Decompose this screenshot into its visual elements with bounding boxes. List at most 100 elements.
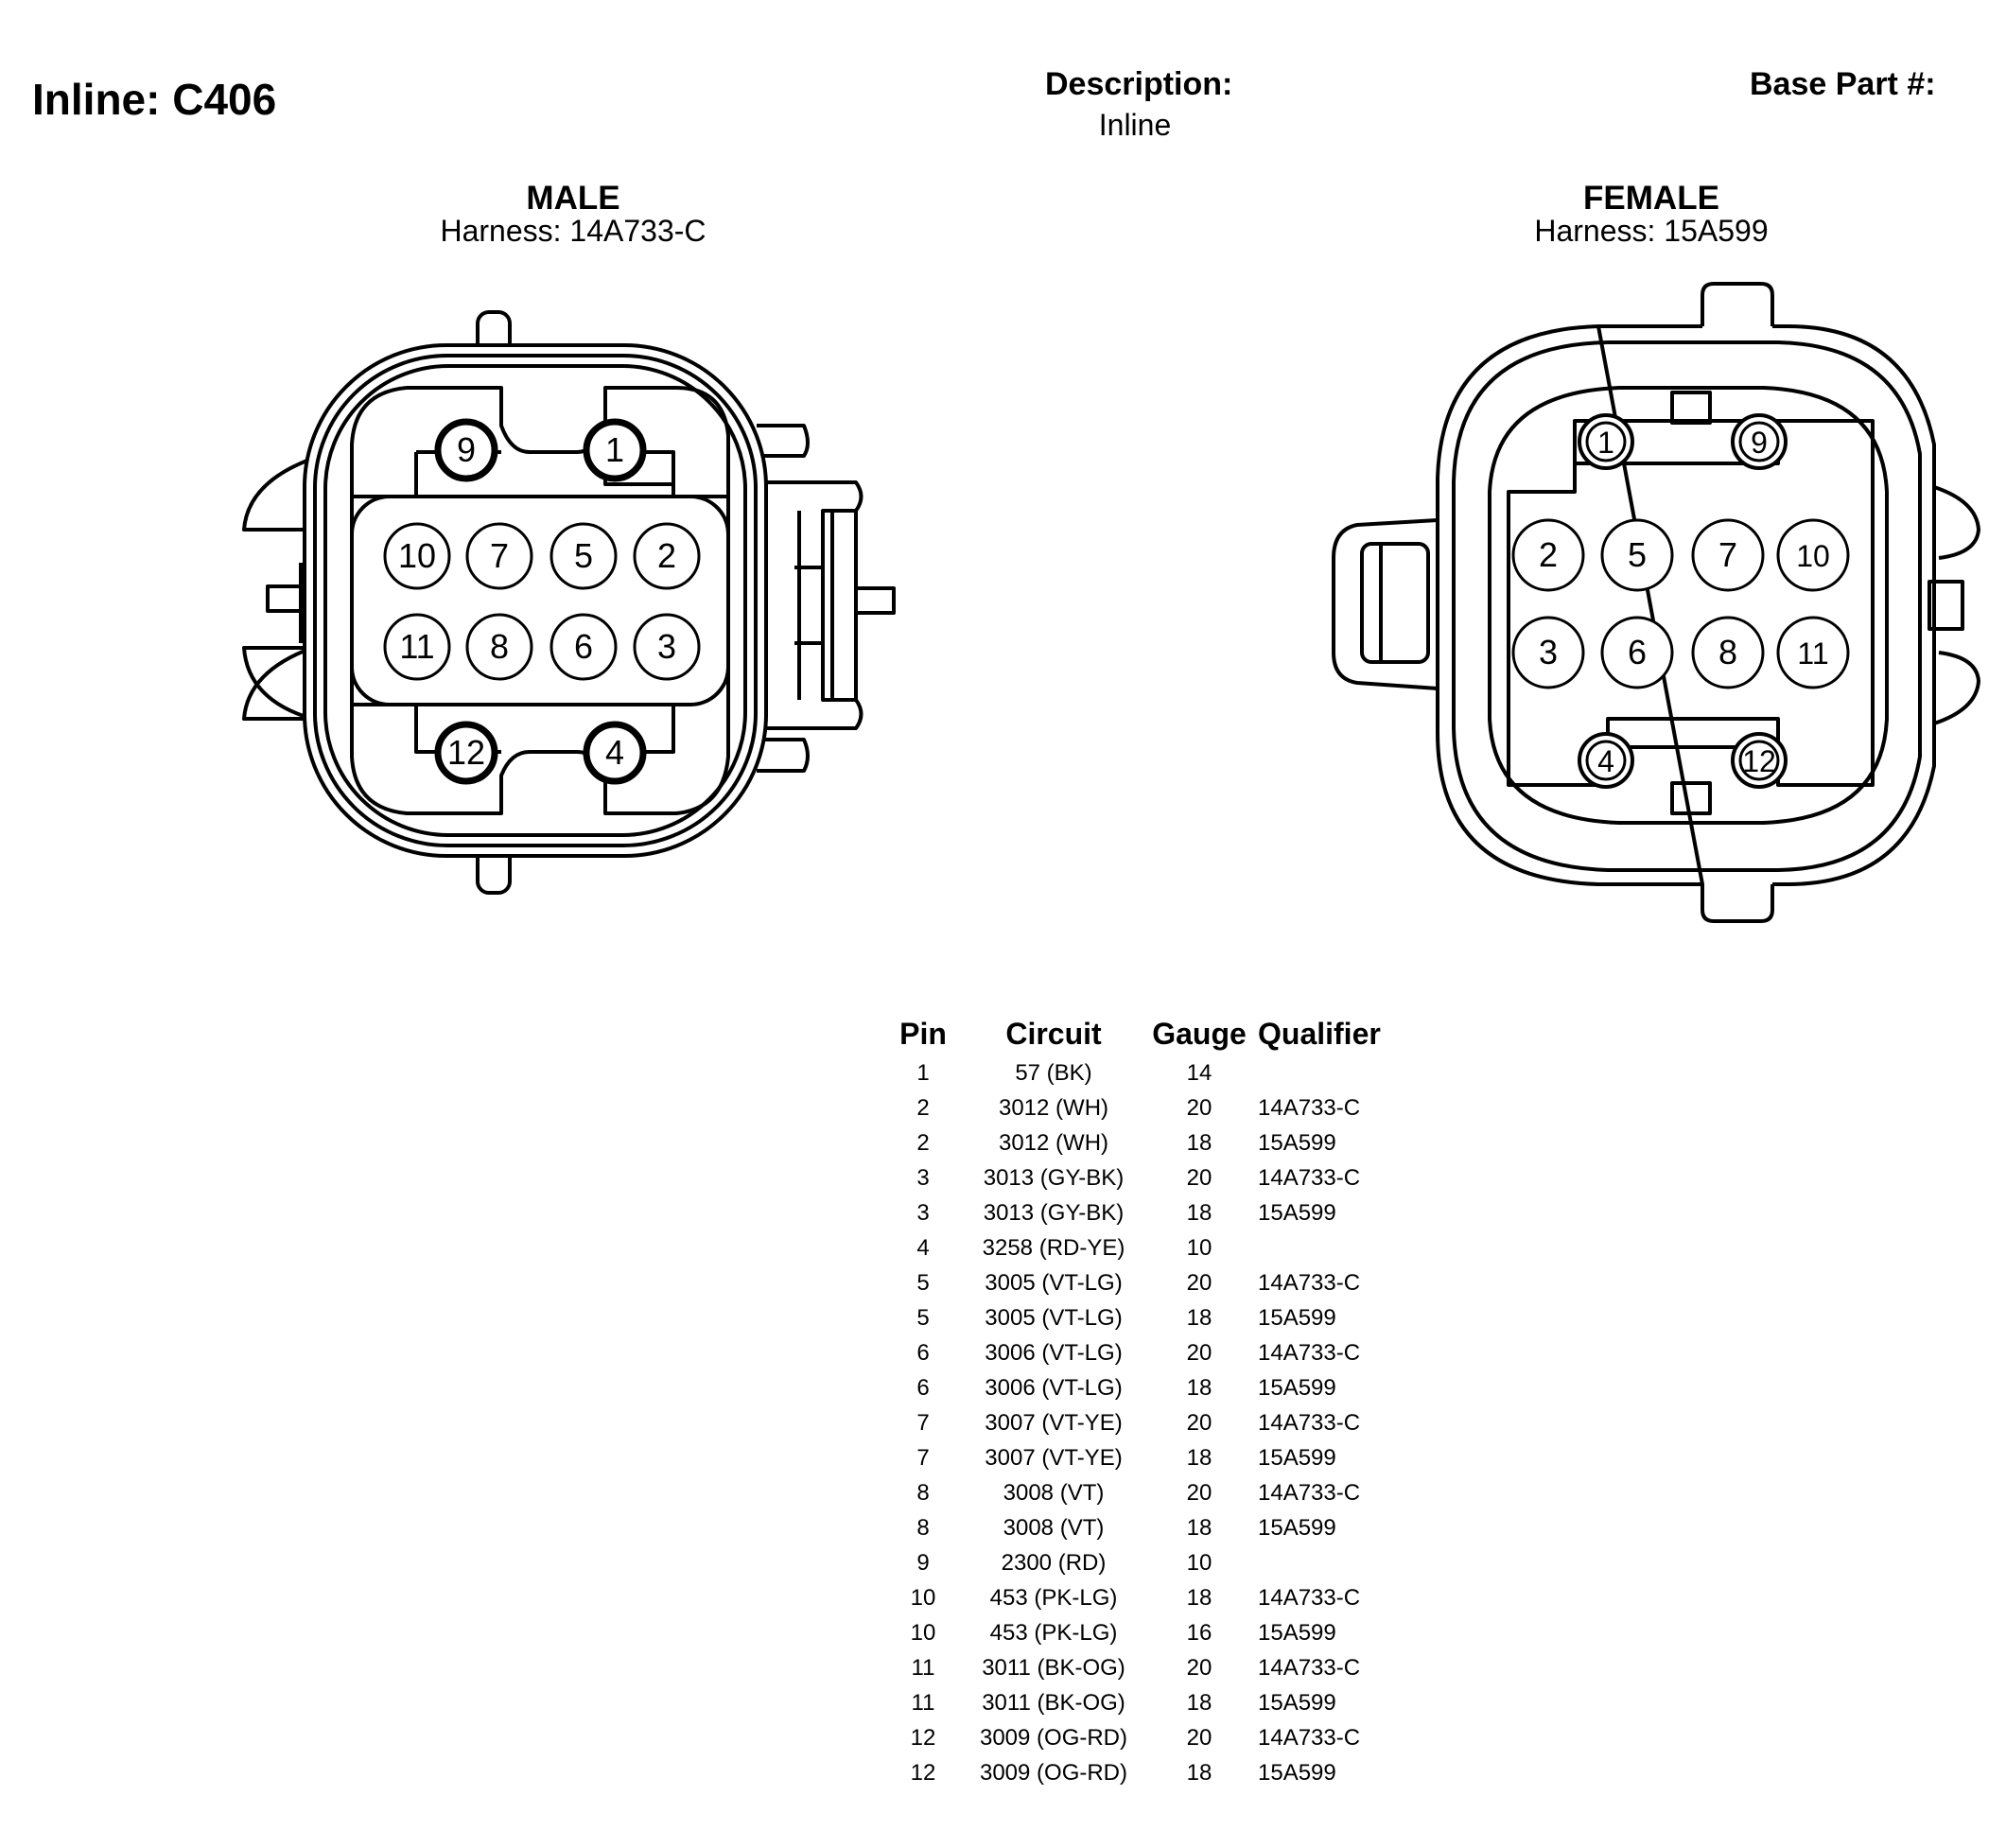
cell-gauge: 20 [1186,1339,1212,1366]
female-pin-1: 9 [1731,413,1788,470]
male-pin-9: 3 [633,613,701,681]
female-pin-circle [1600,518,1674,592]
cell-circuit: 3013 (GY-BK) [983,1199,1125,1226]
female-pin-11: 12 [1731,732,1788,789]
male-pin-1: 1 [583,418,647,482]
cell-gauge: 20 [1186,1409,1212,1436]
cell-pin: 2 [916,1094,930,1121]
cell-circuit: 3008 (VT) [1003,1514,1105,1541]
cell-circuit: 3009 (OG-RD) [979,1724,1128,1751]
base-part-label: Base Part #: [1750,66,1936,102]
male-pin-circle [549,522,618,590]
male-pin-8: 6 [549,613,618,681]
female-pin-inner-ring [1585,421,1627,462]
cell-qualifier [1248,1230,1402,1265]
female-pin-circle [1511,616,1585,689]
cell-qualifier: 14A733-C [1258,1409,1361,1436]
male-pin-label: 9 [457,430,476,469]
male-pin-circle [434,721,498,785]
cell-circuit: 3013 (GY-BK) [983,1164,1125,1191]
female-pin-inner-ring [1738,740,1780,781]
female-pin-inner-ring [1738,421,1780,462]
male-pin-circle [633,613,701,681]
cell-gauge: 20 [1186,1269,1212,1296]
cell-pin: 11 [911,1654,935,1681]
female-pin-label: 2 [1539,535,1558,574]
female-pin-4: 7 [1691,518,1765,592]
male-pin-circle [434,418,498,482]
table-row: 2 3012 (WH) 20 14A733-C [889,1090,1402,1125]
female-connector-title: FEMALE [1583,180,1719,217]
cell-gauge: 20 [1186,1164,1212,1191]
cell-pin: 5 [916,1304,930,1331]
cell-qualifier [1248,1545,1402,1580]
cell-qualifier: 15A599 [1258,1374,1336,1401]
cell-circuit: 3011 (BK-OG) [982,1689,1125,1716]
cell-qualifier: 15A599 [1258,1129,1336,1156]
cell-circuit: 3007 (VT-YE) [985,1409,1123,1436]
cell-circuit: 3005 (VT-LG) [985,1304,1123,1331]
cell-pin: 3 [916,1199,930,1226]
cell-circuit: 3012 (WH) [998,1094,1109,1121]
cell-qualifier: 15A599 [1258,1619,1336,1646]
cell-pin: 6 [916,1339,930,1366]
female-pin-circle [1600,616,1674,689]
cell-circuit: 3006 (VT-LG) [985,1339,1123,1366]
female-pin-5: 10 [1776,518,1850,592]
cell-circuit: 3009 (OG-RD) [979,1759,1128,1786]
female-pin-0: 1 [1578,413,1634,470]
male-pin-5: 2 [633,522,701,590]
male-pin-label: 7 [490,536,509,575]
cell-gauge: 18 [1186,1304,1212,1331]
cell-qualifier: 14A733-C [1258,1584,1361,1611]
cell-qualifier: 14A733-C [1258,1094,1361,1121]
female-pin-label: 5 [1628,535,1647,574]
cell-gauge: 18 [1186,1514,1212,1541]
male-pin-circle [383,613,451,681]
male-pin-circle [465,613,533,681]
cell-pin: 7 [916,1444,930,1471]
cell-gauge: 18 [1186,1374,1212,1401]
male-connector-title: MALE [526,180,620,217]
cell-pin: 1 [916,1059,930,1086]
male-pin-11: 4 [583,721,647,785]
cell-circuit: 3258 (RD-YE) [982,1234,1125,1261]
male-pin-label: 11 [399,627,434,666]
female-pin-label: 11 [1797,636,1828,671]
cell-circuit: 453 (PK-LG) [989,1619,1118,1646]
cell-pin: 10 [910,1619,936,1646]
cell-circuit: 3012 (WH) [998,1129,1109,1156]
male-pin-6: 11 [383,613,451,681]
cell-circuit: 2300 (RD) [1001,1549,1107,1576]
male-pin-label: 6 [574,627,593,666]
male-pin-circle [465,522,533,590]
table-header-row: Pin Circuit Gauge Qualifier [889,1017,1402,1055]
female-harness-label: Harness: 15A599 [1534,214,1769,248]
male-pin-2: 10 [383,522,451,590]
cell-qualifier [1248,1055,1402,1090]
female-pin-10: 4 [1578,732,1634,789]
male-pin-label: 8 [490,627,509,666]
cell-qualifier: 15A599 [1258,1514,1336,1541]
cell-pin: 12 [910,1759,936,1786]
cell-gauge: 18 [1186,1199,1212,1226]
female-pin-7: 6 [1600,616,1674,689]
cell-gauge: 20 [1186,1094,1212,1121]
cell-pin: 6 [916,1374,930,1401]
female-pin-circle [1776,518,1850,592]
cell-gauge: 20 [1186,1654,1212,1681]
cell-qualifier: 14A733-C [1258,1479,1361,1506]
male-pin-label: 2 [657,536,676,575]
female-pin-label: 3 [1539,633,1558,671]
